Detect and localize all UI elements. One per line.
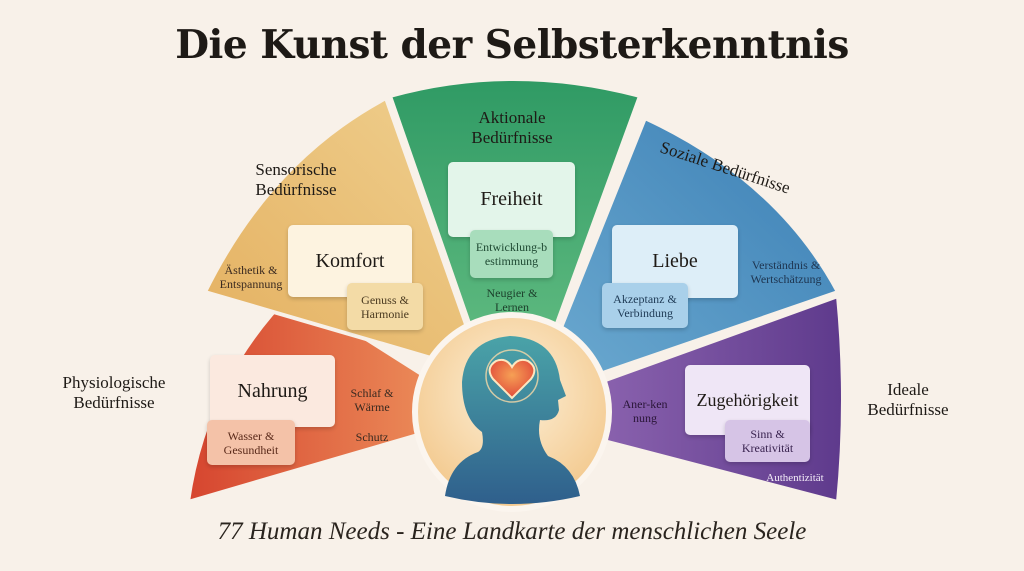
need-label-authentizitaet: Authentizität [766, 472, 824, 484]
category-physiological: Physiologische Bedürfnisse [62, 373, 166, 412]
need-subtitle: Sinn & Kreativität [741, 427, 794, 455]
need-card-sinn[interactable]: Sinn & Kreativität [725, 420, 810, 462]
need-card-zugehoerigkeit[interactable]: Zugehörigkeit [685, 365, 810, 435]
need-card-genuss[interactable]: Genuss & Harmonie [347, 283, 423, 330]
need-subtitle: Genuss & Harmonie [361, 292, 409, 321]
need-title: Liebe [652, 250, 698, 272]
need-title: Komfort [315, 249, 385, 272]
need-title: Freiheit [480, 188, 543, 210]
need-card-wasser[interactable]: Wasser & Gesundheit [207, 420, 295, 465]
category-ideal: Ideale Bedürfnisse [867, 380, 949, 419]
need-label-schlaf: Schlaf & Wärme [350, 386, 394, 414]
need-card-entwicklung[interactable]: Entwicklung-bestimmung [470, 230, 553, 278]
head-with-heart-icon [445, 336, 580, 504]
page-subtitle: 77 Human Needs - Eine Landkarte der mens… [217, 518, 807, 545]
need-label-schutz: Schutz [355, 430, 389, 444]
need-card-akzeptanz[interactable]: Akzeptanz & Verbindung [602, 283, 688, 328]
need-subtitle: Wasser & Gesundheit [223, 428, 279, 457]
need-title: Nahrung [237, 379, 308, 402]
need-title: Zugehörigkeit [696, 389, 799, 410]
page-title: Die Kunst der Selbsterkenntnis [175, 22, 849, 68]
need-label-aesthetik: Ästhetik & Entspannung [219, 263, 283, 291]
need-label-anerkennung: Aner-kennung [622, 397, 668, 425]
category-actional: Aktionale Bedürfnisse [471, 108, 553, 147]
need-label-verstaendnis: Verständnis & Wertschätzung [750, 258, 822, 286]
category-sensory: Sensorische Bedürfnisse [255, 160, 337, 199]
need-card-freiheit[interactable]: Freiheit [448, 162, 575, 237]
need-label-neugier: Neugier & Lernen [486, 286, 538, 314]
need-card-nahrung[interactable]: Nahrung [210, 355, 335, 427]
need-subtitle: Akzeptanz & Verbindung [613, 291, 677, 320]
need-subtitle: Entwicklung-bestimmung [475, 240, 548, 268]
